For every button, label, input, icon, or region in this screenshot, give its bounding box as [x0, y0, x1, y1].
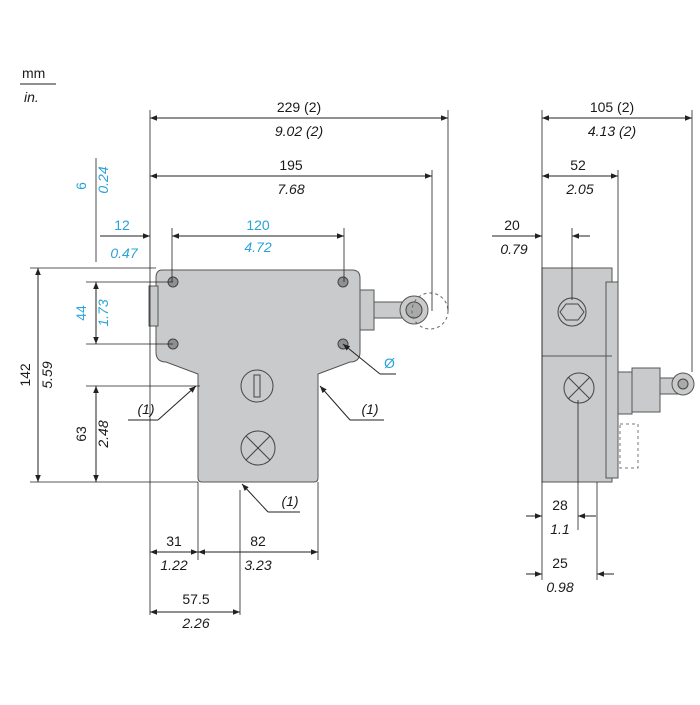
- dim-195-in: 7.68: [277, 181, 304, 197]
- dim-25-mm: 25: [552, 555, 568, 571]
- note-1-bottom: (1): [281, 493, 298, 509]
- note-1-right: (1): [361, 401, 378, 417]
- dim-120-mm: 120: [246, 217, 270, 233]
- dim-31-mm: 31: [166, 533, 182, 549]
- slot-screw-icon: [240, 369, 274, 403]
- dim-52-in: 2.05: [565, 181, 593, 197]
- diameter-symbol: Ø: [384, 355, 395, 371]
- roller-assembly: [359, 289, 449, 331]
- dim-44-mm: 44: [73, 305, 89, 321]
- dim-195-mm: 195: [279, 157, 303, 173]
- side-lid: [605, 281, 619, 479]
- front-housing: [155, 269, 361, 483]
- unit-in: in.: [24, 89, 39, 105]
- dim-20-mm: 20: [504, 217, 520, 233]
- unit-legend: mm in.: [20, 65, 56, 105]
- dim-12-in: 0.47: [110, 245, 138, 261]
- side-view: 105 (2) 4.13 (2) 52 2.05 20 0.79 28 1.1 …: [492, 99, 695, 595]
- side-roller-assembly: [617, 367, 695, 469]
- dim-28-mm: 28: [552, 497, 568, 513]
- dim-6-in: 0.24: [95, 166, 111, 193]
- note-1-left: (1): [137, 401, 154, 417]
- side-indicator-x-icon: [563, 372, 595, 404]
- left-tab: [148, 285, 159, 327]
- dim-82-in: 3.23: [244, 557, 271, 573]
- dim-57-5-mm: 57.5: [182, 591, 209, 607]
- dim-82-mm: 82: [250, 533, 266, 549]
- dim-63-mm: 63: [73, 426, 89, 442]
- dim-105-mm: 105 (2): [590, 99, 634, 115]
- dim-120-in: 4.72: [244, 239, 271, 255]
- dim-28-in: 1.1: [550, 521, 569, 537]
- dim-31-in: 1.22: [160, 557, 187, 573]
- dim-44-in: 1.73: [95, 299, 111, 326]
- unit-mm: mm: [22, 65, 45, 81]
- front-view: 229 (2) 9.02 (2) 195 7.68 120 4.72 12 0.…: [17, 99, 449, 631]
- dim-25-in: 0.98: [546, 579, 573, 595]
- dim-52-mm: 52: [570, 157, 586, 173]
- dim-142-in: 5.59: [39, 361, 55, 388]
- dim-105-in: 4.13 (2): [588, 123, 636, 139]
- side-housing: [541, 267, 613, 483]
- dim-57-5-in: 2.26: [181, 615, 209, 631]
- dim-12-mm: 12: [114, 217, 130, 233]
- dim-20-in: 0.79: [500, 241, 527, 257]
- dim-229-in: 9.02 (2): [275, 123, 323, 139]
- dim-229-mm: 229 (2): [277, 99, 321, 115]
- indicator-x-icon: [240, 430, 276, 466]
- screw-top-right: [337, 276, 349, 288]
- dim-142-mm: 142: [17, 363, 33, 387]
- dim-6-mm: 6: [73, 182, 89, 190]
- dim-63-in: 2.48: [95, 420, 111, 448]
